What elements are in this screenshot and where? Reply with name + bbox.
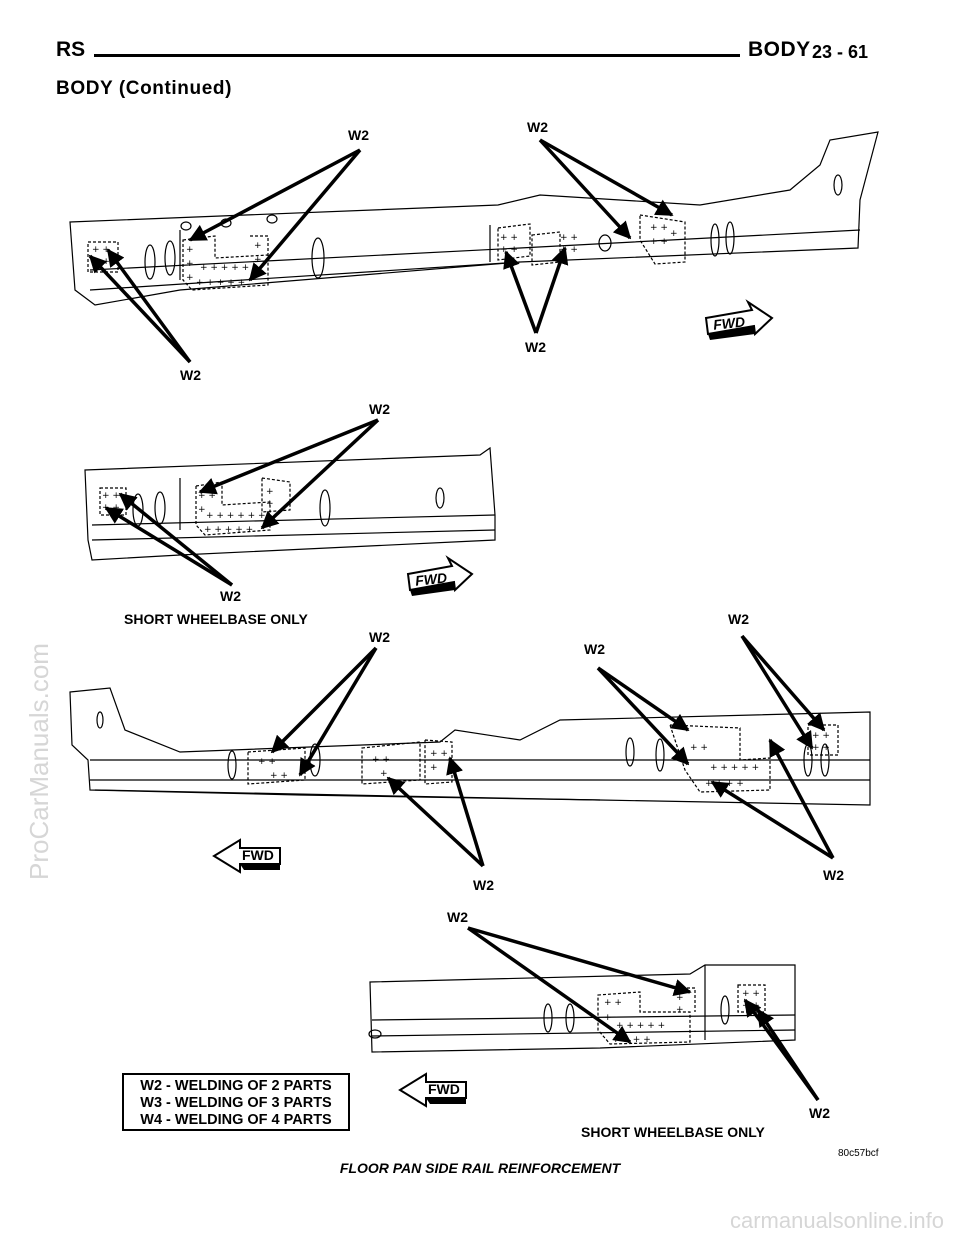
fwd-label: FWD: [242, 847, 274, 863]
weld-labels-panel-1: W2 W2 W2 W2: [180, 119, 548, 383]
svg-text:+ +: + +: [560, 233, 578, 243]
svg-text:+ + + +: + + + +: [612, 1035, 651, 1045]
rail-panel-4: [368, 964, 796, 1053]
header-section-code: RS: [56, 38, 86, 61]
weld-label: W2: [728, 611, 749, 627]
svg-text:+ + + + +: + + + + +: [710, 763, 759, 773]
svg-text:+: +: [676, 1005, 684, 1015]
weld-arrows-panel-4: [466, 926, 820, 1102]
weld-label: W2: [180, 367, 201, 383]
svg-text:+: +: [198, 505, 206, 515]
fwd-label: FWD: [414, 569, 447, 588]
svg-text:+ + + + +: + + + + +: [204, 525, 253, 535]
svg-text:+ +: + +: [742, 989, 760, 999]
svg-text:+ +: + +: [604, 998, 622, 1008]
short-wheelbase-label-1: SHORT WHEELBASE ONLY: [124, 611, 308, 627]
svg-text:+: +: [266, 487, 274, 497]
svg-text:+ +: + +: [500, 233, 518, 243]
weld-label: W2: [447, 909, 468, 925]
svg-text:+: +: [186, 273, 194, 283]
weld-label: W2: [823, 867, 844, 883]
figure-caption: FLOOR PAN SIDE RAIL REINFORCEMENT: [339, 1160, 621, 1176]
weld-label: W2: [527, 119, 548, 135]
svg-text:+ +: + +: [258, 757, 276, 767]
svg-text:+: +: [676, 993, 684, 1003]
section-title: BODY (Continued): [56, 78, 233, 99]
svg-text:+ +: + +: [500, 245, 518, 255]
svg-text:+ +: + +: [650, 237, 668, 247]
weld-label: W2: [525, 339, 546, 355]
rail-panel-2: [84, 446, 496, 561]
weld-arrows-panel-3: [270, 634, 835, 868]
short-wheelbase-label-2: SHORT WHEELBASE ONLY: [581, 1124, 765, 1140]
weld-arrows-panel-2: [104, 418, 380, 587]
fwd-arrow-3: FWD: [212, 838, 281, 874]
svg-text:+ +: + +: [650, 223, 668, 233]
svg-text:+ +: + +: [372, 755, 390, 765]
weld-legend: W2 - WELDING OF 2 PARTS W3 - WELDING OF …: [122, 1073, 350, 1131]
weld-marks-panel-2: + ++ + + ++ + + + + + ++ + + + + ++: [102, 487, 274, 535]
svg-text:+ +: + +: [102, 491, 120, 501]
svg-text:+: +: [186, 245, 194, 255]
svg-text:+: +: [430, 763, 438, 773]
weld-label: W2: [809, 1105, 830, 1121]
svg-text:+ + + + +: + + + + +: [616, 1021, 665, 1031]
fwd-label: FWD: [712, 313, 745, 332]
fwd-label: FWD: [428, 1081, 460, 1097]
weld-label: W2: [369, 401, 390, 417]
header-rule: [94, 54, 740, 57]
fwd-arrow-2: FWD: [406, 555, 474, 596]
weld-label: W2: [348, 127, 369, 143]
svg-text:+ + + + + +: + + + + + +: [206, 511, 266, 521]
figure-code: 80c57bcf: [838, 1148, 879, 1159]
weld-labels-panel-4: W2 W2: [447, 909, 830, 1121]
weld-labels-panel-2: W2 W2: [220, 401, 390, 604]
svg-text:+ +: + +: [812, 731, 830, 741]
weld-label: W2: [584, 641, 605, 657]
svg-text:+: +: [186, 259, 194, 269]
svg-text:+ + + +: + + + +: [705, 779, 744, 789]
svg-text:+ +: + +: [430, 749, 448, 759]
svg-text:+ + + + +: + + + + +: [196, 278, 245, 288]
weld-labels-panel-3: W2 W2 W2 W2 W2: [369, 611, 844, 893]
svg-text:+ +: + +: [812, 743, 830, 753]
bottom-watermark: carmanualsonline.info: [729, 1208, 944, 1233]
rail-panel-3: [69, 687, 871, 806]
svg-text:+: +: [604, 1013, 612, 1023]
svg-text:+ +: + +: [270, 771, 288, 781]
svg-text:+ + + + + +: + + + + + +: [200, 263, 260, 273]
svg-text:+: +: [254, 241, 262, 251]
svg-text:+ +: + +: [92, 245, 110, 255]
svg-text:+: +: [254, 255, 262, 265]
svg-text:+: +: [266, 499, 274, 509]
page-number: 23 - 61: [812, 42, 869, 62]
legend-line-w4: W4 - WELDING OF 4 PARTS: [140, 1112, 332, 1128]
fwd-arrow-4: FWD: [398, 1072, 467, 1108]
svg-text:+ +: + +: [198, 491, 216, 501]
header-chapter: BODY: [748, 38, 811, 61]
svg-text:+ +: + +: [560, 245, 578, 255]
legend-line-w3: W3 - WELDING OF 3 PARTS: [140, 1095, 332, 1111]
legend-line-w2: W2 - WELDING OF 2 PARTS: [140, 1078, 332, 1094]
fwd-arrow-1: FWD: [704, 299, 774, 340]
weld-label: W2: [220, 588, 241, 604]
svg-text:+: +: [670, 229, 678, 239]
svg-text:+ +: + +: [690, 743, 708, 753]
svg-text:+: +: [380, 769, 388, 779]
weld-label: W2: [369, 629, 390, 645]
weld-arrows-panel-1: [88, 138, 674, 364]
weld-label: W2: [473, 877, 494, 893]
